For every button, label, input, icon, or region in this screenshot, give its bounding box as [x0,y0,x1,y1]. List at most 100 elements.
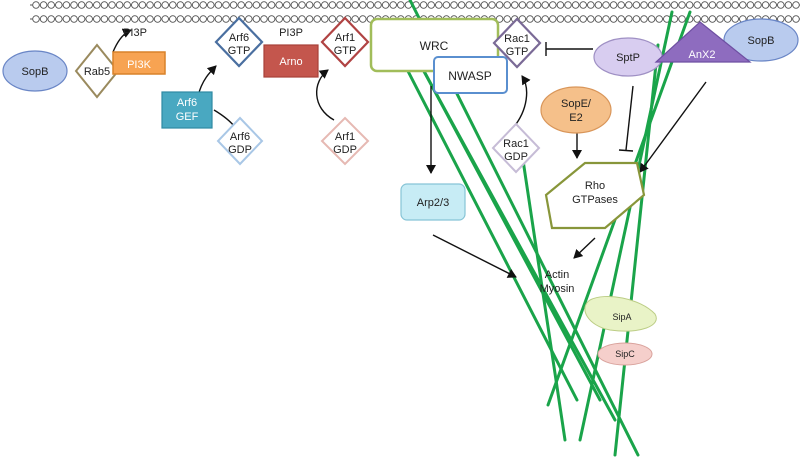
arrow-rac1gdp-to-rac1gtp [512,75,531,129]
lipid-head [556,1,565,9]
lipid-head [169,15,177,23]
rac1-gtp-label-1: Rac1 [504,33,530,45]
lipid-head [176,15,185,23]
lipid-head [784,15,793,23]
lipid-head [267,1,276,9]
lipid-head [245,15,253,23]
lipid-head [245,1,253,9]
lipid-head [609,1,618,9]
lipid-head [693,15,701,23]
lipid-head [549,15,557,23]
lipid-head [397,1,405,9]
arp23-label: Arp2/3 [417,197,449,209]
lipid-head [473,1,481,9]
sipc-label: SipC [615,349,635,359]
lipid-head [77,1,86,9]
lipid-head [526,15,534,23]
lipid-head [594,1,603,9]
arrow-rho-to-actin [573,237,596,259]
lipid-head [625,15,633,23]
lipid-head [32,1,40,9]
lipid-head [85,15,93,23]
pi3p-label-a: PI3P [123,27,147,39]
pi3k-node [112,51,166,75]
lipid-head [207,15,215,23]
sopb-right-node [723,18,799,62]
lipid-head [739,1,747,9]
lipid-head [55,1,63,9]
lipid-head [199,15,207,23]
lipid-head [328,1,337,9]
lipid-head [351,1,359,9]
lipid-head [366,1,375,9]
lipid-head [716,1,724,9]
lipid-head [579,15,587,23]
lipid-head [495,15,504,23]
arf6-gdp-node [216,116,264,166]
lipid-head [647,1,656,9]
lipid-head [184,1,192,9]
lipid-head [146,1,154,9]
lipid-head [298,15,306,23]
lipid-head [617,15,625,23]
arf1-gdp-node [320,116,370,166]
arf1-gtp-label-2: GTP [334,45,357,57]
lipid-head [191,1,200,9]
actin-filament [518,138,567,442]
lipid-head [381,1,390,9]
lipid-head [207,1,215,9]
lipid-head [693,1,701,9]
lipid-head [465,1,473,9]
lipid-head [237,1,245,9]
lipid-head [609,15,618,23]
lipid-head [93,15,101,23]
lipid-head [47,1,55,9]
anx2-node [654,21,752,63]
arf1-gtp-node [320,16,370,68]
rac1-gdp-label-2: GDP [504,151,528,163]
lipid-head [336,1,344,9]
arf1-gtp-label-1: Arf1 [335,32,355,44]
lipid-head [222,1,230,9]
lipid-head [754,1,762,9]
lipid-head [169,1,177,9]
lipid-head [108,15,116,23]
lipid-head [571,15,580,23]
arf6-gdp-label-2: GDP [228,144,252,156]
wrc-label: WRC [420,39,449,53]
lipid-head [70,15,78,23]
lipid-head [602,1,610,9]
lipid-head [571,1,580,9]
lipid-head [374,1,382,9]
lipid-head [305,15,314,23]
arf1-gdp-label-2: GDP [333,144,357,156]
arf6-gtp-label-1: Arf6 [229,32,249,44]
lipid-head [115,15,124,23]
lipid-head [640,1,648,9]
arf6-gtp-label-2: GTP [228,45,251,57]
arp23-node [400,183,466,221]
arf6-gef-node [161,91,213,129]
lipid-head [761,1,770,9]
lipid-head [678,1,686,9]
lipid-head [716,15,724,23]
lipid-head [108,1,116,9]
lipid-head [617,1,625,9]
arf6-gtp-node [214,16,264,68]
inhibit-sptp-to-rho [625,85,634,151]
sptp-label: SptP [616,52,640,64]
lipid-head [184,15,192,23]
lipid-head [419,1,428,9]
lipid-head [62,15,71,23]
lipid-head [290,1,299,9]
lipid-head [39,15,48,23]
actin-label-2: Myosin [540,283,575,295]
lipid-head [526,1,534,9]
lipid-head [252,15,261,23]
lipid-head [275,1,283,9]
anx2-label: AnX2 [689,49,716,61]
lipid-head [389,1,397,9]
lipid-head [663,1,671,9]
lipid-head [723,15,732,23]
